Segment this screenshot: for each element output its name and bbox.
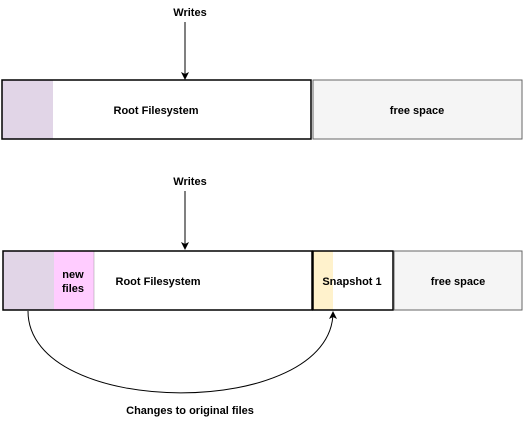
bottom-free-space-label: free space: [431, 276, 485, 288]
bottom-metadata-block: [3, 251, 54, 310]
top-free-space-block: [312, 79, 523, 140]
snapshot-1-block: [312, 250, 394, 311]
snapshot-changed-block: [313, 251, 333, 310]
top-metadata-block: [2, 80, 53, 139]
bottom-diagram: Writes new files Root Filesystem Snapsho…: [2, 176, 523, 417]
bottom-free-space-block: [393, 250, 523, 311]
changes-label: Changes to original files: [126, 405, 254, 417]
new-files-label-line2: files: [62, 283, 84, 295]
bottom-new-files-block: [54, 251, 94, 310]
bottom-writes-label: Writes: [173, 176, 206, 188]
bottom-root-filesystem-label: Root Filesystem: [116, 276, 201, 288]
top-root-filesystem-block: [1, 79, 312, 140]
top-free-space-label: free space: [390, 105, 444, 117]
changes-arc-arrow: [27, 310, 337, 394]
top-writes-label: Writes: [173, 7, 206, 19]
top-root-filesystem-label: Root Filesystem: [114, 105, 199, 117]
snapshot-1-label: Snapshot 1: [322, 276, 381, 288]
top-diagram: Writes Root Filesystem free space: [1, 7, 523, 140]
bottom-root-filesystem-block: [2, 250, 313, 311]
new-files-label-line1: new: [62, 269, 84, 281]
